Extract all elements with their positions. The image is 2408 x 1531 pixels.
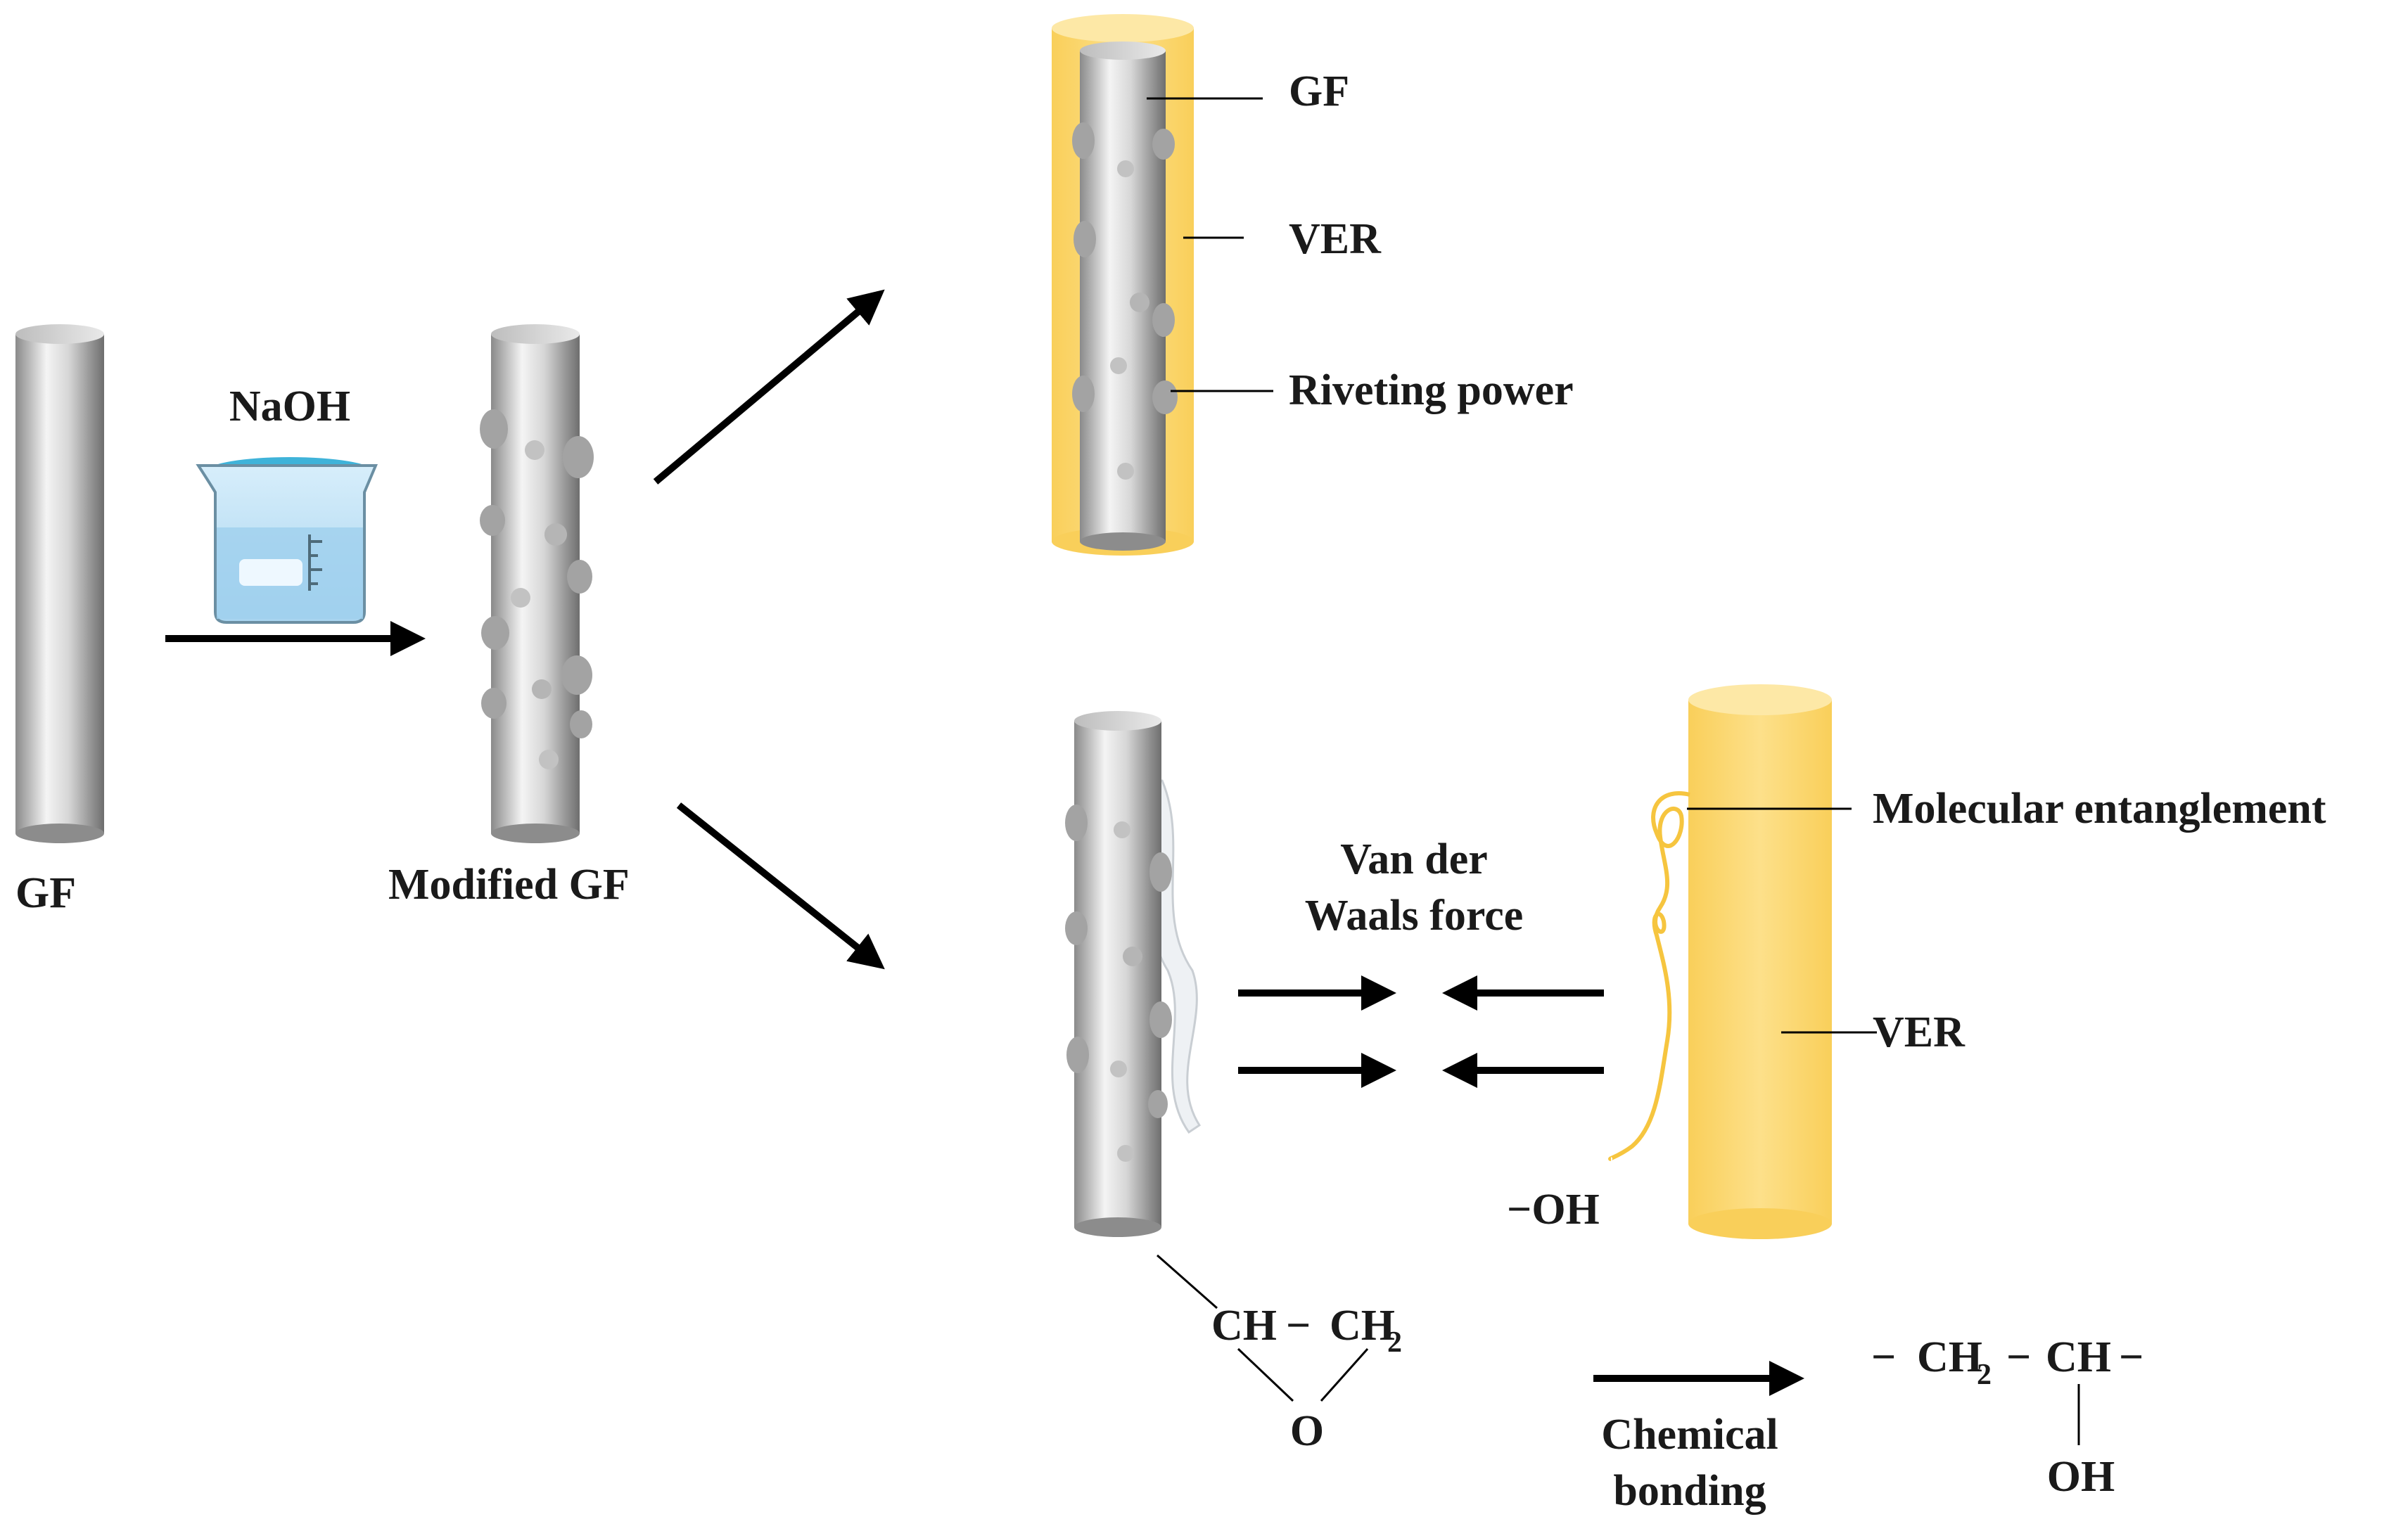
epoxide-group: CH − CH 2 O: [1157, 1254, 1402, 1455]
modified-gf-fiber: [480, 324, 594, 843]
svg-text:CH: CH: [1330, 1302, 1395, 1350]
svg-text:−: −: [2006, 1333, 2031, 1381]
hydroxyl-label: −OH: [1507, 1186, 1600, 1234]
chemical-label-line2: bonding: [1613, 1467, 1766, 1515]
molecular-entanglement-label: Molecular entanglement: [1873, 785, 2326, 833]
chemical-label-line1: Chemical: [1601, 1411, 1778, 1459]
branch-arrow-down: [676, 802, 885, 970]
svg-text:CH: CH: [2046, 1333, 2111, 1381]
svg-text:CH: CH: [1211, 1302, 1277, 1350]
plain-gf-fiber: [15, 324, 104, 843]
top-ver-label: VER: [1289, 215, 1382, 263]
product-group: − CH 2 − CH − OH: [1871, 1333, 2143, 1501]
ver-resin-column: [1688, 684, 1832, 1239]
top-gf-label: GF: [1289, 68, 1349, 115]
coated-fiber: [1052, 14, 1194, 556]
van-der-label-line1: Van der: [1340, 835, 1488, 883]
van-der-label-line2: Waals force: [1305, 892, 1524, 940]
svg-text:CH: CH: [1917, 1333, 1982, 1381]
svg-text:O: O: [1290, 1407, 1324, 1455]
gf-label: GF: [15, 869, 76, 917]
modified-gf-label: Modified GF: [388, 861, 630, 909]
beaker-icon: [196, 457, 378, 624]
molecular-strand: [1608, 791, 1690, 1161]
svg-text:2: 2: [1977, 1359, 1992, 1391]
bottom-ver-label: VER: [1873, 1008, 1966, 1056]
branch-arrow-up: [653, 289, 885, 485]
svg-text:2: 2: [1387, 1326, 1402, 1359]
svg-text:−: −: [1871, 1333, 1896, 1381]
bottom-modified-fiber: [1065, 711, 1202, 1237]
svg-text:OH: OH: [2047, 1453, 2115, 1501]
riveting-power-label: Riveting power: [1289, 366, 1574, 414]
naoh-label: NaOH: [229, 383, 350, 430]
svg-text:−: −: [2119, 1333, 2143, 1381]
svg-text:−: −: [1286, 1302, 1311, 1350]
